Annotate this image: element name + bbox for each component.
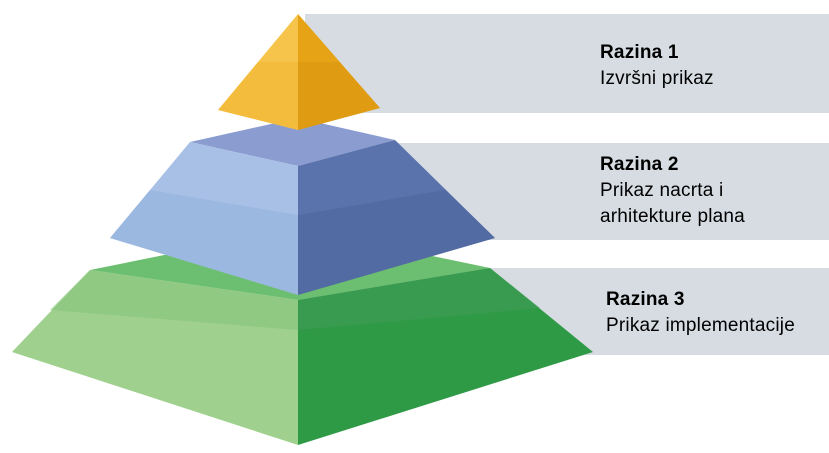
tier-1-right-shade [298,62,380,130]
level-1-description: Izvršni prikaz [600,68,714,89]
level-2-description: Prikaz nacrta i arhitekture plana [600,180,745,227]
level-3-description: Prikaz implementacije [606,315,795,336]
level-2-label: Razina 2 Prikaz nacrta i arhitekture pla… [600,152,745,230]
level-3-title: Razina 3 [606,289,685,310]
pyramid-tier-2 [110,118,495,295]
level-1-label: Razina 1 Izvršni prikaz [600,40,714,92]
tier-3-right-shade [298,268,540,330]
label-panel-1 [305,14,829,113]
tier-1-left-shade [218,62,298,130]
level-3-label: Razina 3 Prikaz implementacije [606,287,795,339]
level-1-title: Razina 1 [600,42,679,63]
pyramid-tier-1 [218,14,380,130]
level-2-title: Razina 2 [600,154,679,175]
tier-2-left-shade [110,190,298,295]
tier-2-top-face [190,118,395,166]
tier-3-left-shade [50,270,298,330]
tier-2-right-shade [298,190,495,295]
